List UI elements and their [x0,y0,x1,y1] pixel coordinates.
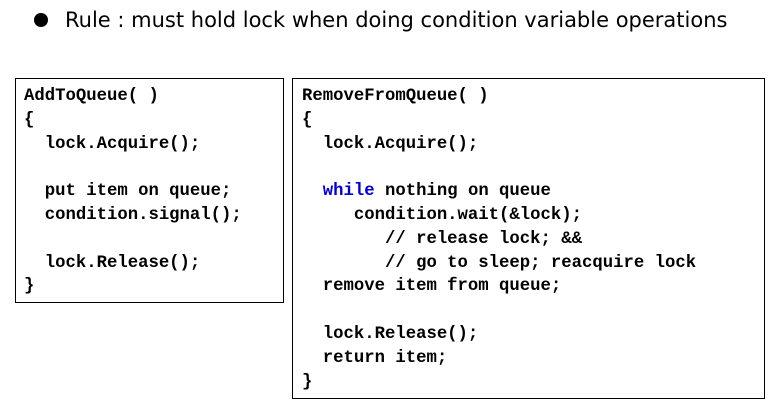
while-condition: nothing on queue [374,182,551,202]
code-line: { [24,110,35,130]
remove-from-queue-code-box: RemoveFromQueue( ) { lock.Acquire(); whi… [292,78,765,399]
code-line: lock.Acquire(); [24,134,201,154]
code-line: lock.Release(); [302,324,479,344]
code-line: remove item from queue; [302,277,562,297]
code-line [24,228,283,252]
rule-bullet: Rule : must hold lock when doing conditi… [34,4,727,36]
code-line: condition.signal(); [24,205,242,225]
code-line: } [24,277,35,297]
code-line: AddToQueue( ) [24,87,159,106]
code-line: lock.Release(); [24,253,201,273]
add-to-queue-code-box: AddToQueue( ) { lock.Acquire(); put item… [15,78,284,303]
code-line: RemoveFromQueue( ) [302,87,489,106]
while-line: while nothing on queue [302,180,764,204]
code-line: return item; [302,348,448,368]
code-line: { [302,110,313,130]
bullet-icon [34,13,48,27]
code-line [302,156,764,180]
rule-text: Rule : must hold lock when doing conditi… [65,8,728,32]
code-line: } [302,372,313,392]
code-comment: // release lock; && [302,229,583,249]
code-line [302,299,764,323]
while-keyword: while [322,182,375,202]
code-comment: // go to sleep; reacquire lock [302,253,697,273]
code-line: condition.wait(&lock); [302,205,583,225]
while-indent [302,182,323,201]
code-line: lock.Acquire(); [302,134,479,154]
code-line [24,156,283,180]
code-line: put item on queue; [24,182,232,202]
